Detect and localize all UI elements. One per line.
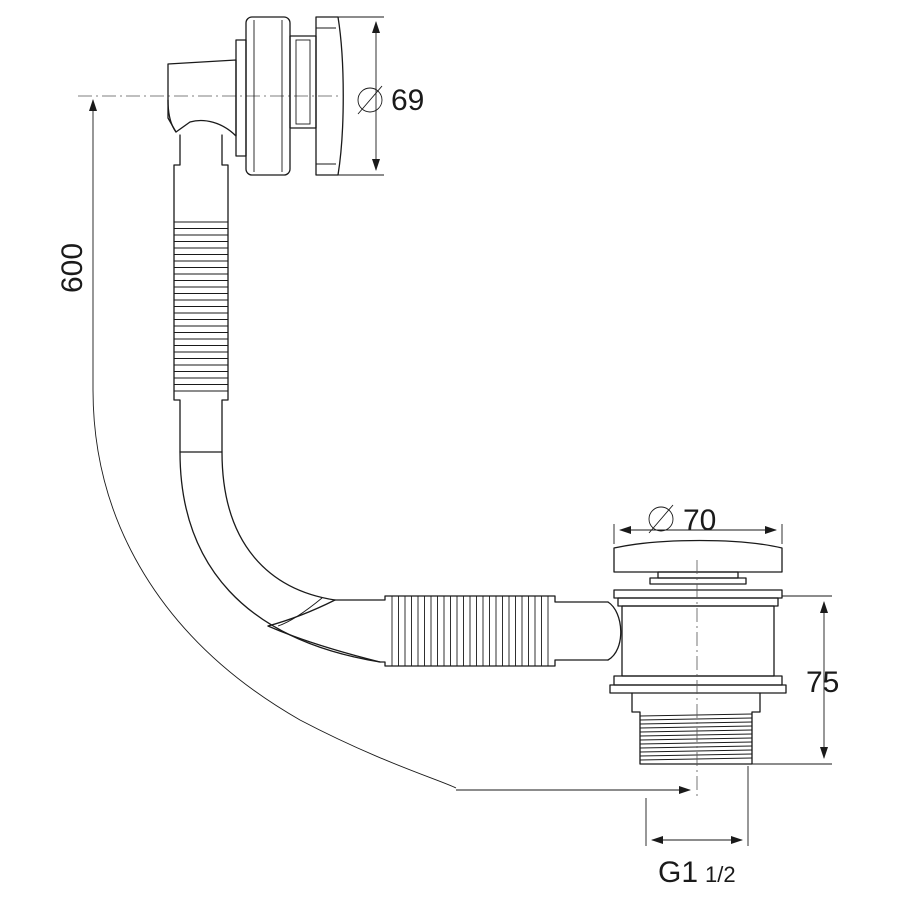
overall-height-label: 600 [56,243,89,293]
dimension-waste-height: 75 [752,595,839,765]
drawing-line [639,725,753,729]
overflow-diameter-label: 69 [391,84,424,117]
waste-cylinder [621,605,775,677]
flexible-hose [173,134,622,667]
drawing-line [639,741,753,745]
overflow-gasket [235,39,247,157]
drawing-line [639,753,753,757]
drawing-line [639,737,753,741]
drawing-line [639,745,753,749]
plug-cap [613,539,783,573]
dimension-thread: G1 1/2 [645,766,749,889]
drawing-line [639,721,753,725]
dimension-overflow-diameter: 69 [338,16,424,176]
overflow-elbow [167,59,237,137]
drawing-line [639,757,753,761]
vertical-corrugations [174,221,228,392]
waste-height-label: 75 [806,666,839,699]
drawing-line [639,713,753,717]
overflow-nut [289,35,317,129]
thread-fraction-label: 1/2 [705,862,736,887]
thread-main-label: G1 [658,856,698,889]
horizontal-corrugations [391,596,549,666]
drawing-line [639,729,753,733]
drawing-line [639,717,753,721]
waste-body [609,539,787,800]
plug-diameter-label: 70 [683,504,716,537]
thread-lines [639,713,753,761]
drawing-line [639,749,753,753]
drawing-line [639,733,753,737]
dimension-plug-diameter: 70 [613,504,783,544]
dimension-overall-height: 600 [56,99,691,794]
